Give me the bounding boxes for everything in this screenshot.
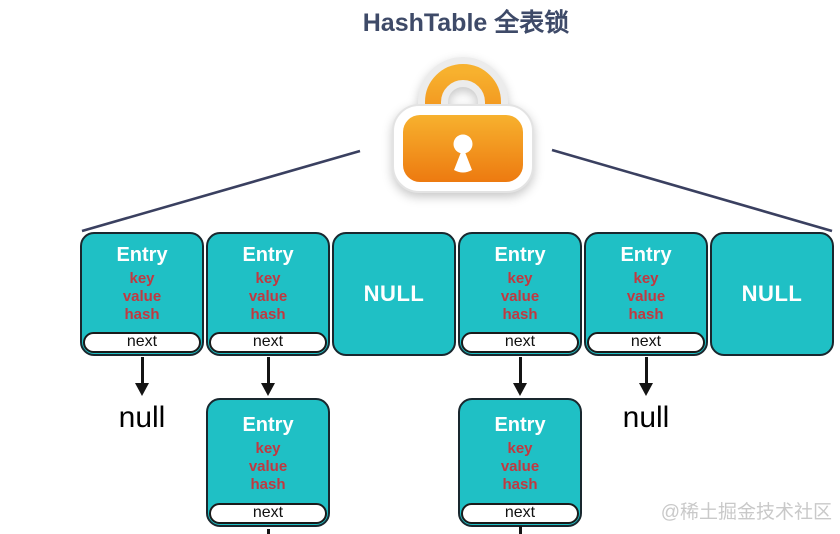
arrow-down-bucket-0	[135, 357, 149, 396]
watermark: @稀土掘金技术社区	[660, 502, 832, 523]
entry-field-key: key	[507, 270, 533, 287]
entry-field-key: key	[507, 440, 533, 457]
entry-field-key: key	[255, 440, 281, 457]
entry-field-hash: hash	[250, 476, 286, 493]
arrow-shaft	[267, 357, 270, 384]
null-terminal-bucket-4: null	[622, 401, 670, 434]
arrow-shaft	[519, 357, 522, 384]
arrow-down-bucket-1	[261, 357, 275, 396]
arrow-head	[639, 383, 653, 396]
entry-label: Entry	[242, 414, 294, 436]
entry-field-key: key	[633, 270, 659, 287]
next-pointer: next	[209, 332, 327, 353]
entry-label: Entry	[116, 244, 168, 266]
arrow-down-bucket-4	[639, 357, 653, 396]
entry-field-hash: hash	[124, 306, 160, 323]
bucket-0: Entry key value hash next	[80, 232, 204, 356]
next-pointer: next	[587, 332, 705, 353]
bucket-5-null: NULL	[710, 232, 834, 356]
entry-field-value: value	[500, 458, 540, 475]
null-bucket-label: NULL	[741, 281, 803, 306]
lock-to-table-line-left	[81, 149, 361, 233]
lock-keyhole	[453, 134, 473, 154]
entry-field-key: key	[129, 270, 155, 287]
entry-field-hash: hash	[502, 306, 538, 323]
arrow-shaft	[645, 357, 648, 384]
arrow-shaft	[141, 357, 144, 384]
entry-field-value: value	[248, 288, 288, 305]
bucket-3: Entry key value hash next	[458, 232, 582, 356]
chain-node-bucket-1: Entry key value hash next	[206, 398, 330, 527]
diagram-title: HashTable 全表锁	[362, 9, 570, 37]
bucket-2-null: NULL	[332, 232, 456, 356]
lock-keyhole-tail	[454, 147, 472, 173]
next-pointer: next	[209, 503, 327, 524]
entry-field-value: value	[626, 288, 666, 305]
null-bucket-label: NULL	[363, 281, 425, 306]
entry-field-key: key	[255, 270, 281, 287]
null-terminal-bucket-0: null	[118, 401, 166, 434]
arrow-head	[513, 383, 527, 396]
entry-label: Entry	[242, 244, 294, 266]
next-pointer: next	[83, 332, 201, 353]
entry-field-hash: hash	[250, 306, 286, 323]
arrow-head	[261, 383, 275, 396]
arrow-stub-chain-1	[267, 529, 270, 534]
entry-field-value: value	[500, 288, 540, 305]
entry-label: Entry	[494, 414, 546, 436]
entry-field-value: value	[122, 288, 162, 305]
chain-node-bucket-3: Entry key value hash next	[458, 398, 582, 527]
lock-shackle	[425, 64, 501, 151]
lock-to-table-line-right	[551, 148, 833, 233]
entry-field-hash: hash	[628, 306, 664, 323]
arrow-head	[135, 383, 149, 396]
next-pointer: next	[461, 503, 579, 524]
entry-field-hash: hash	[502, 476, 538, 493]
entry-label: Entry	[494, 244, 546, 266]
bucket-4: Entry key value hash next	[584, 232, 708, 356]
bucket-1: Entry key value hash next	[206, 232, 330, 356]
padlock-icon	[392, 57, 534, 193]
arrow-down-bucket-3	[513, 357, 527, 396]
entry-label: Entry	[620, 244, 672, 266]
entry-field-value: value	[248, 458, 288, 475]
next-pointer: next	[461, 332, 579, 353]
arrow-stub-chain-3	[519, 526, 522, 534]
